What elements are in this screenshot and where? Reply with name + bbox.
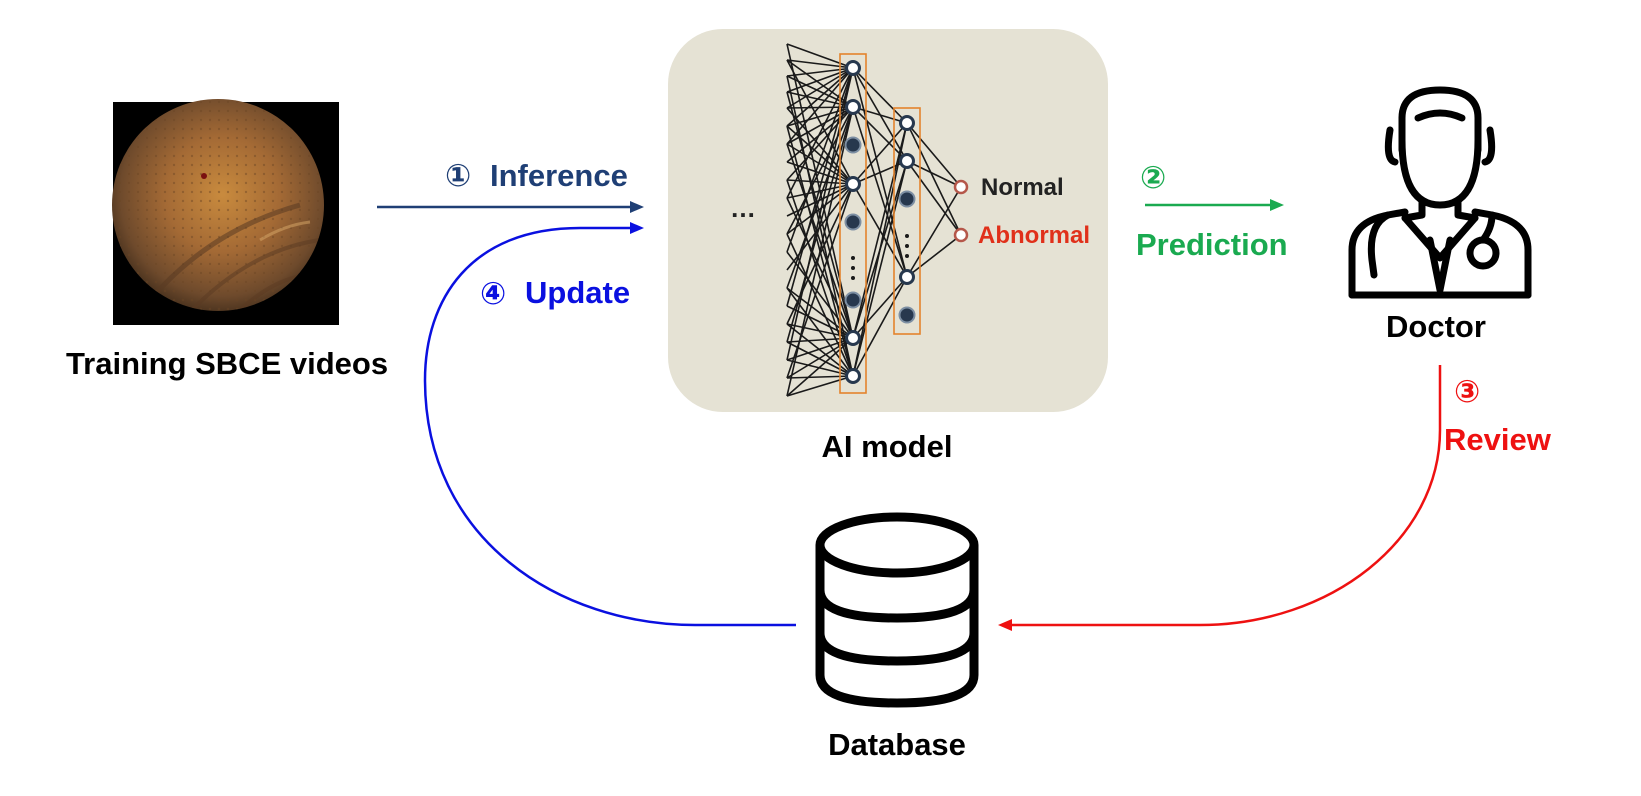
input-edge bbox=[786, 125, 854, 185]
output-edge bbox=[906, 160, 962, 188]
hidden-edge bbox=[852, 67, 908, 124]
layer-1-node bbox=[845, 176, 861, 192]
output-edge bbox=[906, 186, 962, 278]
input-edge bbox=[786, 143, 854, 185]
layer-2-vertical-dots bbox=[905, 234, 909, 258]
hidden-edge bbox=[852, 276, 908, 377]
ellipsis: … bbox=[730, 193, 758, 223]
input-edge bbox=[786, 179, 854, 185]
input-edge bbox=[786, 337, 854, 343]
layer-1-node bbox=[844, 213, 862, 231]
input-edge bbox=[786, 183, 854, 235]
output-edge bbox=[906, 122, 962, 188]
input-edge bbox=[786, 337, 854, 397]
hidden-edge bbox=[852, 122, 908, 339]
input-edge bbox=[786, 67, 854, 361]
layer-2-node bbox=[898, 306, 916, 324]
doctor-icon bbox=[1348, 86, 1532, 299]
input-edge bbox=[786, 107, 854, 185]
input-edge bbox=[786, 91, 854, 108]
ai-model-label: AI model bbox=[822, 429, 953, 464]
layer-2-node bbox=[899, 153, 915, 169]
doctor-label: Doctor bbox=[1386, 309, 1486, 344]
input-edge bbox=[786, 183, 854, 217]
step-2-label: Prediction bbox=[1136, 227, 1288, 262]
step-4-label: Update bbox=[525, 275, 630, 310]
output-edge bbox=[906, 122, 962, 236]
input-edge bbox=[786, 67, 854, 199]
prediction-arrow bbox=[1145, 199, 1284, 211]
step-3-number: ③ bbox=[1454, 374, 1480, 409]
input-edge bbox=[786, 67, 854, 77]
layer-1-node bbox=[845, 60, 861, 76]
input-edge bbox=[786, 106, 854, 235]
hidden-edge bbox=[852, 106, 908, 278]
ai-model-panel bbox=[668, 29, 1108, 412]
output-edge bbox=[906, 234, 962, 278]
database-label: Database bbox=[828, 727, 966, 762]
hidden-edge bbox=[852, 160, 908, 377]
update-arrow bbox=[423, 222, 796, 627]
layer-2-node bbox=[899, 269, 915, 285]
layer-1-node bbox=[845, 368, 861, 384]
input-edge bbox=[786, 375, 854, 379]
layer-2-node bbox=[898, 190, 916, 208]
step-1-label: Inference bbox=[490, 158, 628, 193]
layer-1-node bbox=[845, 99, 861, 115]
output-node-normal bbox=[953, 179, 969, 195]
hidden-edge bbox=[852, 276, 908, 339]
input-edge bbox=[786, 106, 854, 343]
input-edge bbox=[786, 287, 854, 339]
input-edge bbox=[786, 337, 854, 361]
input-edge bbox=[786, 67, 854, 109]
hidden-layer-1-box bbox=[839, 53, 867, 394]
hidden-layer-2-box bbox=[893, 107, 921, 335]
input-edge bbox=[786, 59, 854, 69]
layer-1-node bbox=[844, 136, 862, 154]
hidden-edge bbox=[852, 122, 908, 185]
input-edge bbox=[786, 323, 854, 377]
output-node-abnormal bbox=[953, 227, 969, 243]
layer-1-node bbox=[844, 291, 862, 309]
input-edge bbox=[786, 75, 854, 108]
step-2-number: ② bbox=[1140, 160, 1166, 195]
input-edge bbox=[786, 323, 854, 339]
layer-1-node bbox=[845, 330, 861, 346]
output-edge bbox=[906, 160, 962, 236]
network-nodes bbox=[844, 60, 916, 384]
hidden-edge bbox=[852, 122, 908, 377]
step-3-label: Review bbox=[1444, 422, 1552, 457]
input-edge bbox=[786, 375, 854, 397]
input-edge bbox=[786, 67, 854, 127]
input-edge bbox=[786, 106, 854, 397]
database-icon bbox=[815, 512, 979, 708]
step-4-number: ④ bbox=[480, 276, 506, 311]
input-edge bbox=[786, 67, 854, 307]
input-edge bbox=[786, 183, 854, 199]
input-edge bbox=[786, 67, 854, 145]
output-abnormal-label: Abnormal bbox=[978, 222, 1090, 249]
layer-2-node bbox=[899, 115, 915, 131]
hidden-edge bbox=[852, 106, 908, 124]
input-edge bbox=[786, 67, 854, 253]
input-edge bbox=[786, 161, 854, 185]
network-edges bbox=[786, 43, 962, 397]
review-arrow bbox=[998, 365, 1442, 631]
input-edge bbox=[786, 43, 854, 69]
input-edge bbox=[786, 67, 854, 93]
input-edge bbox=[786, 106, 854, 289]
endoscopy-image bbox=[112, 99, 339, 325]
input-edge bbox=[786, 337, 854, 379]
layer-1-vertical-dots bbox=[851, 256, 855, 280]
training-videos-label: Training SBCE videos bbox=[66, 346, 388, 381]
inference-arrow bbox=[377, 201, 644, 213]
step-1-number: ① bbox=[445, 158, 471, 193]
hidden-edge bbox=[852, 106, 908, 162]
output-normal-label: Normal bbox=[981, 174, 1064, 201]
